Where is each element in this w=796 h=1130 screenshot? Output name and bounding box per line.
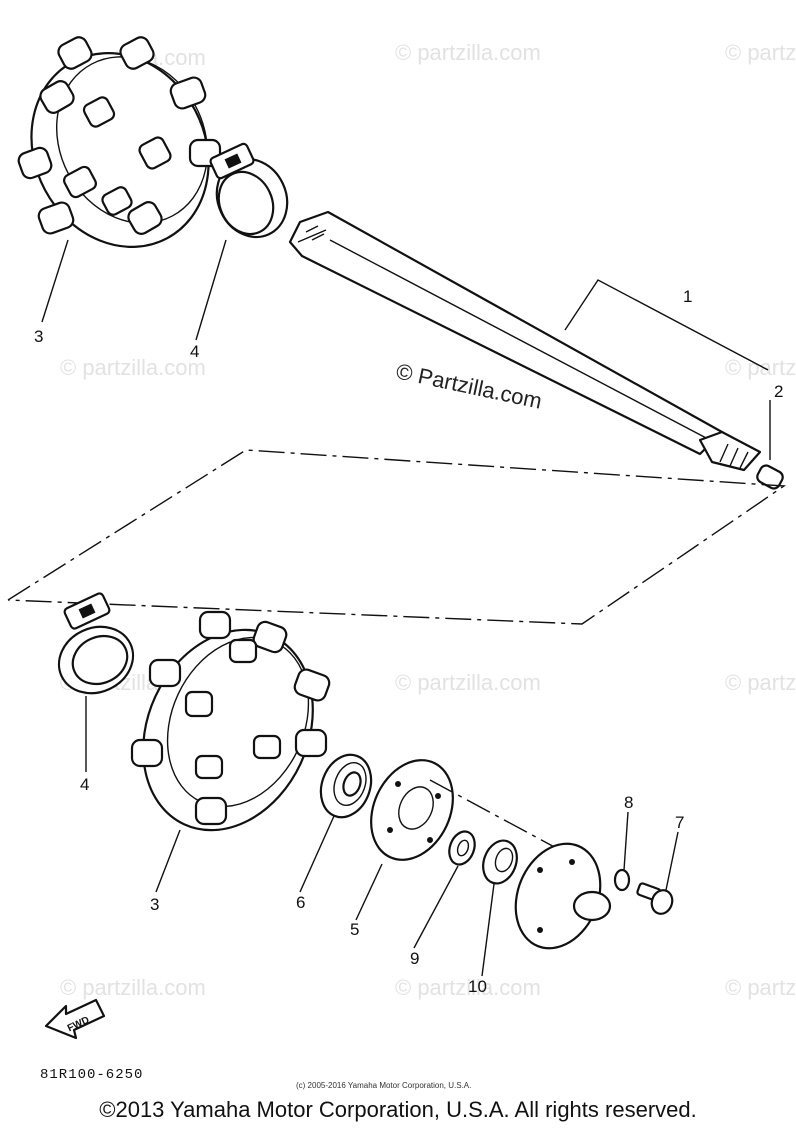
callout-5: 5 <box>350 920 359 939</box>
watermark-text: © partzilla.com <box>725 670 796 695</box>
callout-1: 1 <box>683 287 692 306</box>
assembly-axis <box>429 779 561 851</box>
callout-10: 10 <box>468 977 487 996</box>
fwd-arrow-icon: FWD <box>44 998 106 1040</box>
drive-shaft <box>288 210 762 472</box>
sprocket-top <box>17 36 222 248</box>
collar <box>756 464 784 490</box>
watermark-text: © partzilla.com <box>60 355 206 380</box>
bushing <box>482 839 518 885</box>
sprocket-bottom <box>130 610 331 832</box>
callout-8: 8 <box>624 793 633 812</box>
small-copyright: (c) 2005-2016 Yamaha Motor Corporation, … <box>296 1081 471 1090</box>
callout-9: 9 <box>410 949 419 968</box>
callout-2: 2 <box>774 382 783 401</box>
watermark-text: © partzilla.com <box>395 975 541 1000</box>
bearing-housing <box>370 759 454 861</box>
flange-hub <box>514 842 612 950</box>
leader-lines <box>41 239 679 977</box>
watermark-text: © partzilla.com <box>395 40 541 65</box>
bolt <box>636 882 674 915</box>
watermark-main: © Partzilla.com <box>394 358 544 413</box>
callout-7: 7 <box>675 813 684 832</box>
part-code: 81R100-6250 <box>40 1067 143 1083</box>
callout-bracket <box>564 279 769 371</box>
watermark-text: © partzilla.com <box>725 975 796 1000</box>
washer <box>613 868 631 892</box>
hose-clamp-top <box>209 142 289 239</box>
callout-6: 6 <box>296 893 305 912</box>
bearing <box>319 753 373 819</box>
copyright-footer: ©2013 Yamaha Motor Corporation, U.S.A. A… <box>99 1097 697 1122</box>
spacer-ring <box>448 830 476 866</box>
hose-clamp-bottom <box>57 592 135 695</box>
callout-4-top: 4 <box>190 342 199 361</box>
watermark-text: © partzilla.com <box>60 975 206 1000</box>
callout-4-bottom: 4 <box>80 775 89 794</box>
watermark-text: © partzilla.com <box>725 355 796 380</box>
callout-3-bottom: 3 <box>150 895 159 914</box>
callout-3-top: 3 <box>34 327 43 346</box>
assembly-outline <box>7 449 787 625</box>
watermark-text: © partzilla.com <box>395 670 541 695</box>
watermark-text: © partzilla.com <box>725 40 796 65</box>
